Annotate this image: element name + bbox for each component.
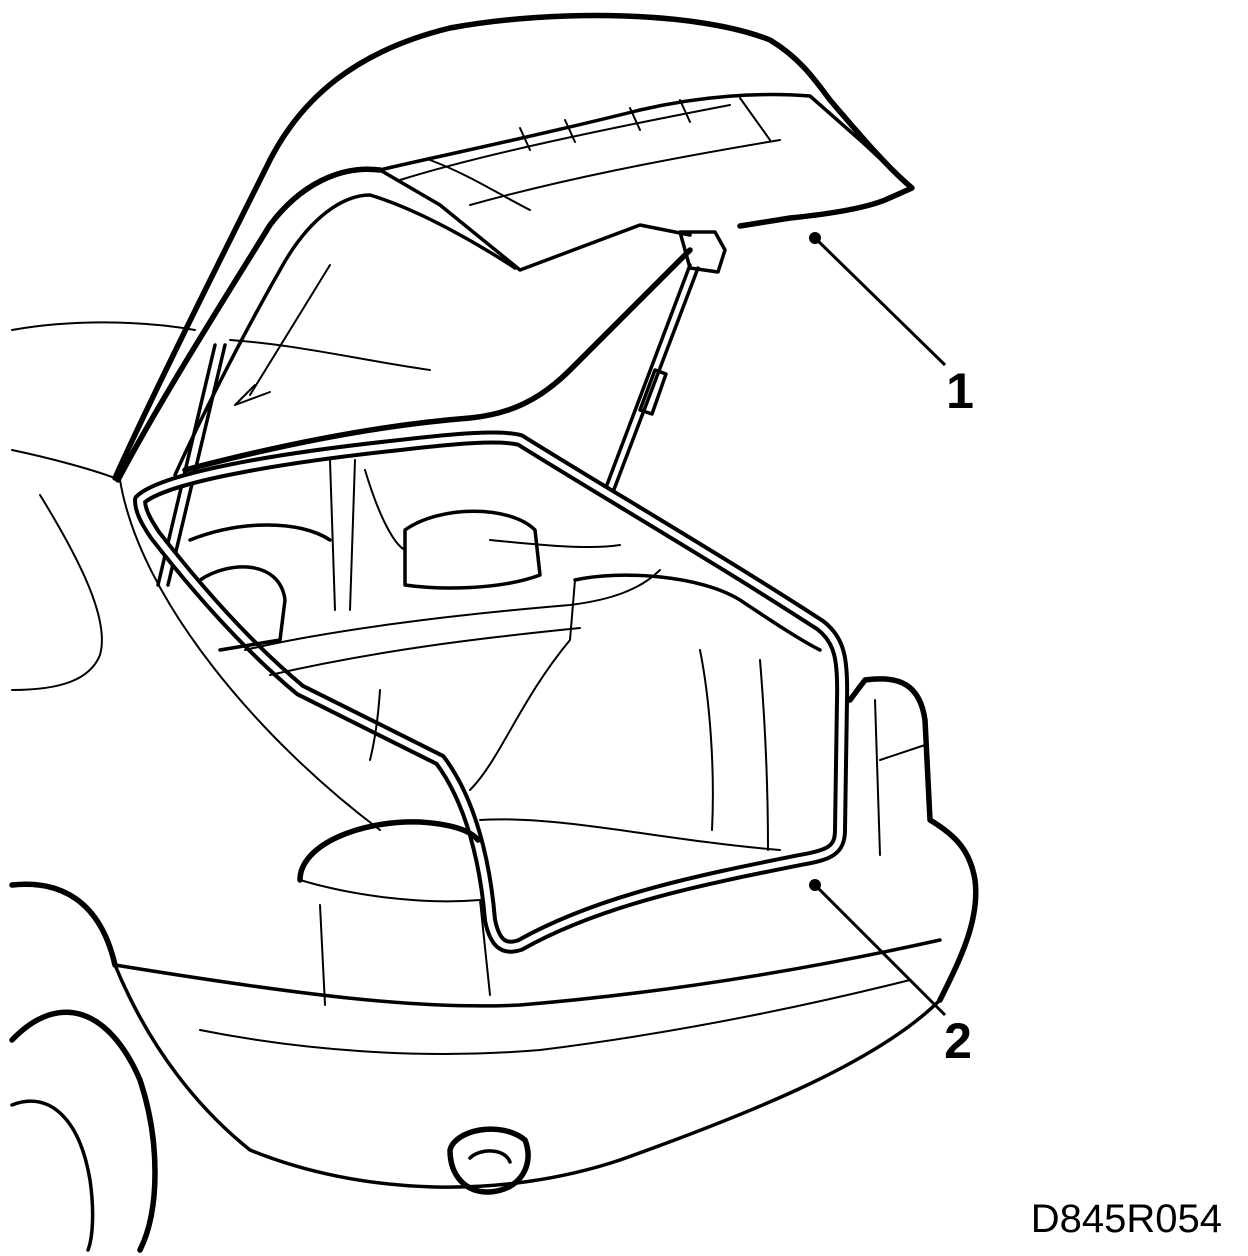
figure-code: D845R054 — [1031, 1197, 1222, 1241]
rear-body — [9, 676, 979, 1253]
callout-2-label: 2 — [944, 1013, 972, 1069]
gas-struts — [156, 263, 700, 587]
callout-1-leader — [809, 232, 947, 367]
callout-1-label: 1 — [946, 363, 974, 419]
car-roof-lines — [11, 321, 381, 831]
trunk-opening-seal — [133, 430, 850, 954]
callout-2-leader — [809, 879, 947, 1017]
trunk-lid — [112, 12, 915, 483]
trunk-interior — [188, 459, 822, 851]
